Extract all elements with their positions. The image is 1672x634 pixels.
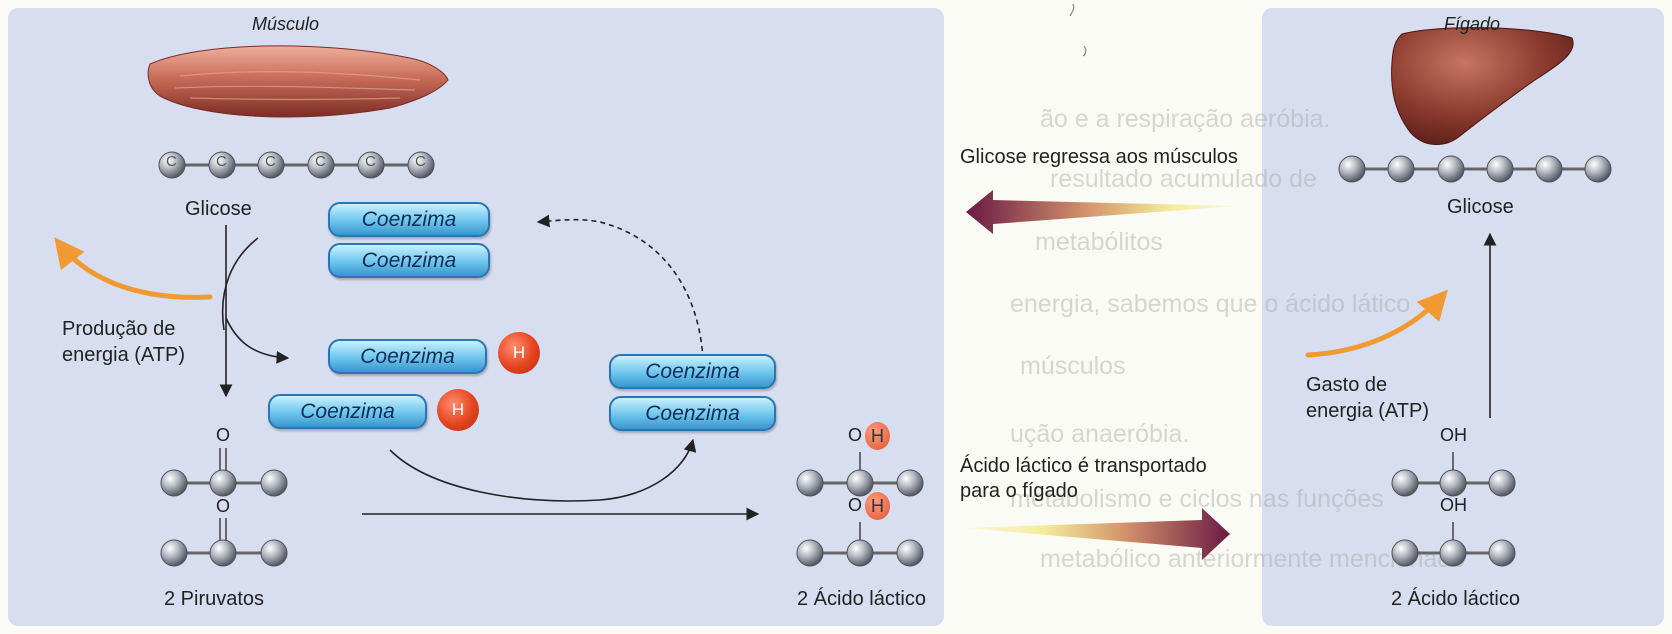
muscle-lactic-label: 2 Ácido láctico (797, 588, 926, 610)
liver-glucose-label: Glicose (1447, 196, 1514, 218)
glucose-return-arrow (966, 190, 1238, 234)
coenzyme-reduced-1: Coenzima (328, 339, 487, 374)
muscle-lactic-molecules (796, 452, 924, 567)
muscle-glucose-label: Glicose (185, 198, 252, 220)
lactic-transport-arrow (964, 508, 1230, 560)
dust-specks (1069, 3, 1087, 57)
pyruvate-molecules (160, 448, 288, 567)
lactic-hydrogen-2: H (865, 492, 890, 520)
lactic-hydrogen-1: H (865, 422, 890, 450)
coenzyme-reduced-2: Coenzima (268, 394, 427, 429)
liver-label: Fígado (1444, 14, 1501, 34)
muscle-glucose-chain (158, 151, 435, 179)
muscle-panel (8, 8, 944, 626)
atp-cost-arrow (1305, 289, 1449, 358)
liver-glucose-chain (1338, 155, 1612, 183)
lactic-oxygen-1: O (848, 425, 863, 445)
pyruvate-oxygen-2: O (216, 496, 231, 516)
coenzyme-top-1: Coenzima (328, 202, 490, 237)
liver-illustration (1391, 27, 1574, 145)
atp-production-arrow (54, 237, 213, 300)
hydrogen-ball-2: H (437, 389, 479, 431)
pyruvate-label: 2 Piruvatos (164, 588, 265, 610)
lactic-oxygen-2: O (848, 495, 863, 515)
coenzyme-top-2: Coenzima (328, 243, 490, 278)
liver-lactic-label: 2 Ácido láctico (1391, 588, 1520, 610)
glucose-return-label: Glicose regressa aos músculos (960, 146, 1238, 168)
coenzyme-right-1: Coenzima (609, 354, 776, 389)
coenzyme-right-2: Coenzima (609, 396, 776, 431)
muscle-illustration (147, 45, 449, 118)
liver-hydroxyl-2: OH (1440, 495, 1467, 515)
muscle-label: Músculo (252, 14, 320, 34)
glycolysis-arrows (219, 214, 1497, 521)
pyruvate-oxygen-1: O (216, 425, 231, 445)
liver-hydroxyl-1: OH (1440, 425, 1467, 445)
hydrogen-ball-1: H (498, 332, 540, 374)
liver-lactic-molecules (1391, 452, 1516, 567)
